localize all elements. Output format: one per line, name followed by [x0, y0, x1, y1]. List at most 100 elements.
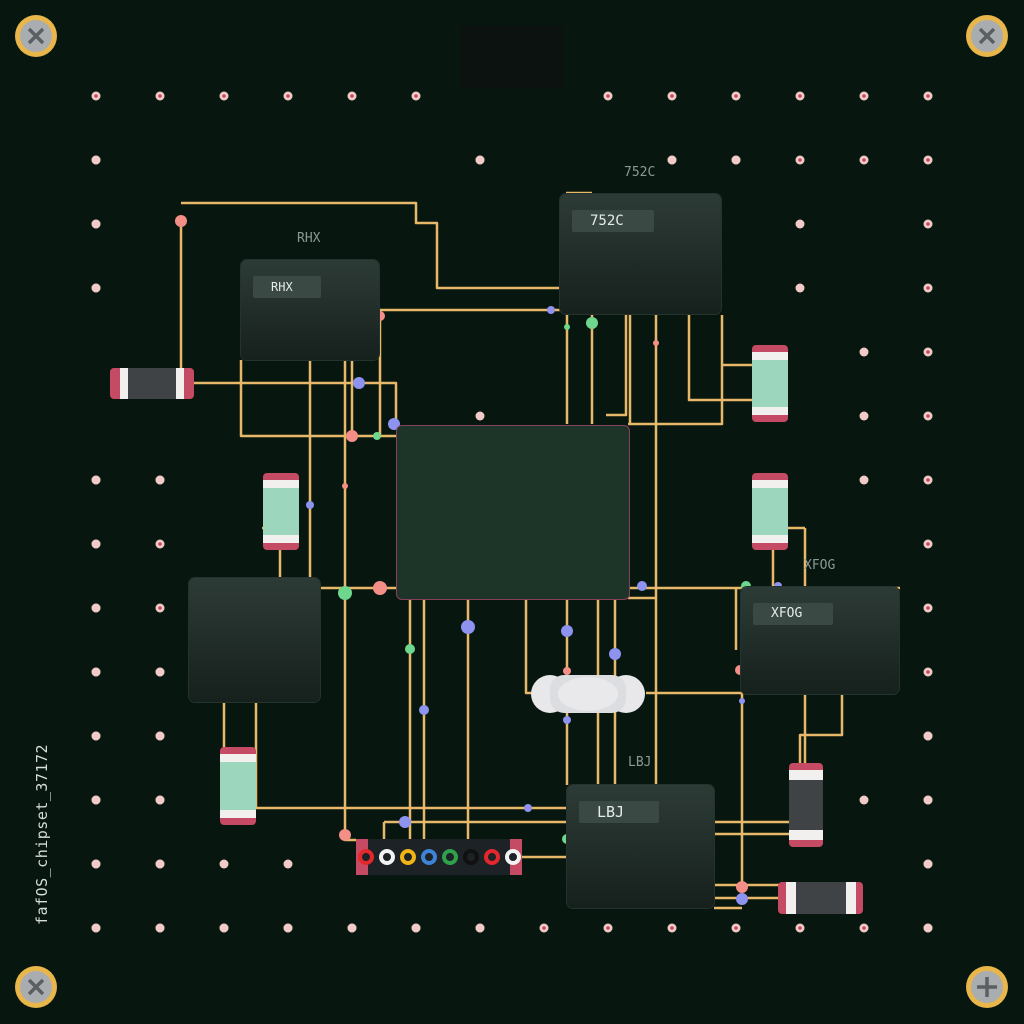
chip-label-752c: 752C	[624, 165, 656, 180]
pad-dot	[91, 603, 101, 613]
pad-dot	[859, 795, 869, 805]
pad-dot	[475, 411, 485, 421]
score-display	[460, 26, 564, 88]
capacitor-right-top	[752, 345, 788, 422]
screw-icon	[15, 966, 57, 1008]
screw-icon	[966, 966, 1008, 1008]
pad-dot-center	[862, 94, 866, 98]
pad-dot	[283, 859, 293, 869]
header-pin[interactable]	[505, 849, 521, 865]
chip-plate-752c: 752C	[572, 210, 654, 232]
pad-dot-center	[670, 94, 674, 98]
chip-rhx[interactable]: RHX	[241, 260, 379, 360]
pad-dot	[155, 859, 165, 869]
resistor-right-bottom	[789, 763, 823, 847]
pad-dot	[91, 475, 101, 485]
pad-dot	[91, 219, 101, 229]
pad-dot-center	[926, 606, 930, 610]
chip-plate-rhx: RHX	[253, 276, 321, 298]
chip-752c[interactable]: 752C	[560, 194, 721, 314]
pad-dot-center	[542, 926, 546, 930]
capacitor-right-mid	[752, 473, 788, 550]
chip-label-lbj: LBJ	[628, 755, 652, 770]
pad-dot	[155, 795, 165, 805]
pad-dot	[923, 859, 933, 869]
pad-dot	[475, 923, 485, 933]
chipset-name: fafOS_chipset_37172	[33, 743, 51, 925]
pad-dot-center	[862, 158, 866, 162]
header-pin[interactable]	[484, 849, 500, 865]
pad-dot-center	[158, 94, 162, 98]
pad-dot-center	[350, 94, 354, 98]
pad-dot-center	[926, 670, 930, 674]
pad-dot-center	[606, 926, 610, 930]
pad-dot-center	[926, 478, 930, 482]
pad-dot	[475, 155, 485, 165]
capacitor-left-mid	[263, 473, 299, 550]
pad-dot-center	[670, 926, 674, 930]
pad-dot	[219, 923, 229, 933]
header-pin[interactable]	[379, 849, 395, 865]
pad-dot-center	[926, 286, 930, 290]
pad-dot	[859, 411, 869, 421]
pad-dot-center	[926, 222, 930, 226]
pad-dot-center	[926, 542, 930, 546]
pin-header[interactable]	[356, 839, 522, 875]
pad-dot	[923, 731, 933, 741]
chip-label-xfog: XFOG	[804, 558, 836, 573]
pad-dot	[91, 155, 101, 165]
capacitor-left-top	[110, 368, 194, 399]
pad-dot	[795, 283, 805, 293]
header-pin[interactable]	[421, 849, 437, 865]
pad-grid	[91, 91, 933, 933]
cpu-chip[interactable]	[396, 425, 630, 600]
pad-dot-center	[862, 926, 866, 930]
pad-dot	[283, 923, 293, 933]
pad-dot-center	[734, 94, 738, 98]
chip-xfog[interactable]: XFOG	[741, 587, 899, 694]
pad-dot-center	[94, 94, 98, 98]
pad-dot	[91, 731, 101, 741]
pad-dot	[91, 283, 101, 293]
chip-plate-lbj: LBJ	[579, 801, 659, 823]
pad-dot	[667, 155, 677, 165]
pad-dot-center	[798, 926, 802, 930]
pad-dot	[923, 795, 933, 805]
pad-dot	[91, 923, 101, 933]
pad-dot-center	[926, 94, 930, 98]
pad-dot-center	[158, 542, 162, 546]
pad-dot	[859, 475, 869, 485]
pad-dot	[91, 859, 101, 869]
pad-dot-center	[222, 94, 226, 98]
pad-dot-center	[926, 414, 930, 418]
pad-dot-center	[734, 926, 738, 930]
chip-label-rhx: RHX	[297, 231, 321, 246]
pad-dot	[155, 667, 165, 677]
resistor-bottom-right	[778, 882, 863, 914]
pad-dot-center	[286, 94, 290, 98]
pad-dot-center	[926, 158, 930, 162]
header-pin[interactable]	[358, 849, 374, 865]
pad-dot	[91, 795, 101, 805]
header-pin[interactable]	[463, 849, 479, 865]
pad-dot	[411, 923, 421, 933]
pad-dot	[155, 731, 165, 741]
capacitor-left-bottom	[220, 747, 256, 825]
pad-dot	[155, 923, 165, 933]
pad-dot-center	[798, 158, 802, 162]
pad-dot-center	[798, 94, 802, 98]
chip-unlabeled[interactable]	[189, 578, 320, 702]
pad-dot	[155, 475, 165, 485]
chip-plate-xfog: XFOG	[753, 603, 833, 625]
pad-dot-center	[926, 350, 930, 354]
screw-icon	[15, 15, 57, 57]
pad-dot	[795, 219, 805, 229]
pad-dot-center	[414, 94, 418, 98]
pad-dot-center	[158, 606, 162, 610]
chip-lbj[interactable]: LBJ	[567, 785, 714, 908]
header-pin[interactable]	[400, 849, 416, 865]
header-pin[interactable]	[442, 849, 458, 865]
pad-dot	[731, 155, 741, 165]
pad-dot	[923, 923, 933, 933]
